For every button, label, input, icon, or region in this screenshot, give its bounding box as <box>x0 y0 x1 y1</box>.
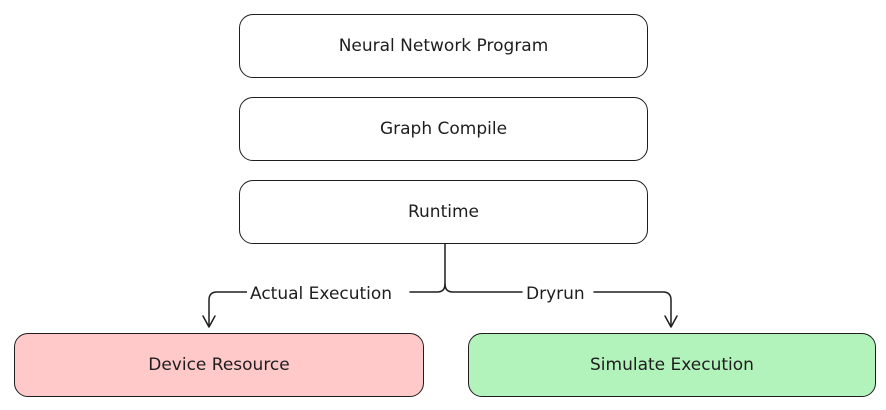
dryrun-arrowhead <box>664 315 678 328</box>
actual-execution-line <box>208 291 248 327</box>
runtime-stem-line <box>409 243 446 293</box>
graph-compile-node: Graph Compile <box>239 97 648 161</box>
node-label: Runtime <box>407 202 479 222</box>
runtime-stem-right-line <box>444 283 523 293</box>
neural-network-program-node: Neural Network Program <box>239 14 648 78</box>
simulate-execution-node: Simulate Execution <box>468 333 876 397</box>
node-label: Device Resource <box>148 355 290 375</box>
device-resource-node: Device Resource <box>14 333 424 397</box>
dryrun-line <box>593 291 672 327</box>
dryrun-edge-label: Dryrun <box>523 284 588 304</box>
runtime-node: Runtime <box>239 180 648 244</box>
actual-execution-arrowhead <box>202 315 216 328</box>
node-label: Neural Network Program <box>338 36 549 56</box>
node-label: Graph Compile <box>379 119 508 139</box>
node-label: Simulate Execution <box>590 355 754 375</box>
actual-execution-edge-label: Actual Execution <box>247 284 396 304</box>
